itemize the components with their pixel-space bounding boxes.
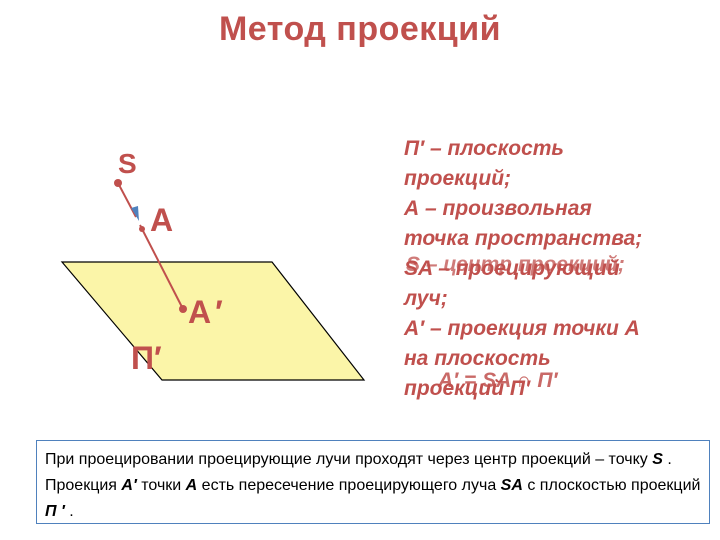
def-line: точка пространства; xyxy=(404,227,643,250)
note-a: A xyxy=(185,477,198,494)
label-plane: П′ xyxy=(131,340,162,376)
point-a-prime xyxy=(179,305,187,313)
projection-plane xyxy=(60,261,366,381)
def-line: проекций П′ xyxy=(404,377,530,400)
def-line: П′ – плоскость xyxy=(404,137,564,160)
note-box: При проецировании проецирующие лучи прох… xyxy=(36,440,710,524)
ray-sa-lower xyxy=(139,224,184,310)
def-line: проекций; xyxy=(404,167,512,190)
def-line: А – произвольная xyxy=(404,197,592,220)
ray-sa-upper xyxy=(117,182,137,218)
note-a-prime: A′ xyxy=(121,477,137,494)
def-overlay-formula: A′ = SA ∩ П′ xyxy=(438,369,558,392)
note-s: S xyxy=(652,451,663,468)
ray-arrow xyxy=(131,206,139,221)
label-a: A xyxy=(150,202,174,238)
note-sa: SA xyxy=(500,477,523,494)
point-s xyxy=(114,179,122,187)
definitions-text: П′ – плоскость проекций; А – произвольна… xyxy=(404,134,704,404)
note-text: . Проекция xyxy=(45,451,672,494)
label-a-prime: A′ xyxy=(188,294,227,330)
note-text: . xyxy=(64,503,74,520)
note-text: с плоскостью проекций xyxy=(522,477,701,494)
def-line: SA – проецирующий xyxy=(404,257,620,280)
note-text: точки xyxy=(136,477,186,494)
point-a xyxy=(139,226,145,232)
page-title: Метод проекций xyxy=(218,10,502,48)
def-line: луч; xyxy=(404,287,448,310)
def-line: на плоскость xyxy=(404,347,551,370)
note-pi: П ′ xyxy=(45,503,65,520)
note-text: есть пересечение проецирующего луча xyxy=(197,477,501,494)
label-s: S xyxy=(118,148,137,179)
note-text: При проецировании проецирующие лучи прох… xyxy=(45,451,653,468)
def-overlay-center: S – центр проекций; xyxy=(406,253,625,276)
def-line: A′ – проекция точки А xyxy=(404,317,640,340)
